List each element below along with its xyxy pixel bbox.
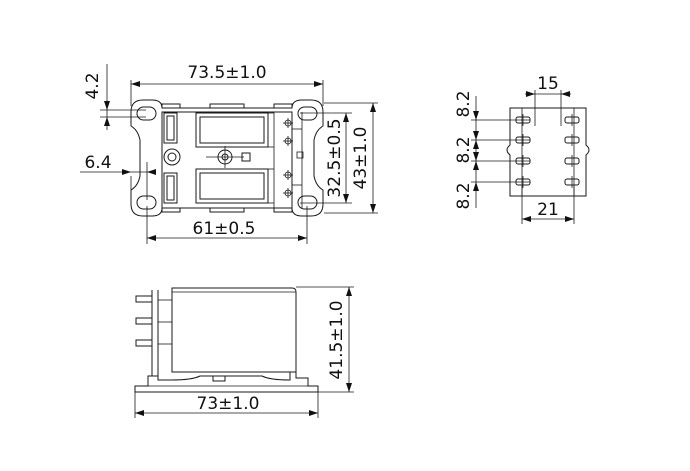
dim-top-width: 73.5±1.0 — [130, 63, 324, 106]
dim-side-width: 73±1.0 — [134, 392, 319, 418]
dim-pin-top: 15 — [525, 74, 571, 126]
dim-label-61: 61±0.5 — [193, 219, 256, 239]
dim-pin-bottom: 21 — [521, 186, 575, 224]
dim-label-21: 21 — [537, 200, 559, 220]
dim-hole-offset: 6.4 — [80, 153, 156, 200]
relay-cover — [171, 287, 297, 373]
dim-label-4-2: 4.2 — [83, 72, 103, 99]
dim-total-height: 43±1.0 — [324, 102, 378, 214]
dim-inner-height: 32.5±0.5 — [300, 112, 352, 204]
dim-label-pitch-1: 8.2 — [454, 90, 474, 117]
side-view: 73±1.0 41.5±1.0 — [134, 286, 354, 418]
terminal-markers — [273, 112, 304, 208]
dim-label-32-5: 32.5±0.5 — [325, 118, 345, 197]
top-view: 73.5±1.0 — [80, 63, 378, 244]
dim-label-73: 73±1.0 — [197, 394, 260, 414]
dim-label-41-5: 41.5±1.0 — [327, 300, 347, 379]
dim-label-43: 43±1.0 — [351, 127, 371, 190]
dim-hole-spacing: 61±0.5 — [146, 206, 308, 244]
dim-mount-height: 4.2 — [83, 64, 146, 130]
side-pins — [135, 290, 172, 376]
pins — [515, 114, 580, 188]
relay-base — [134, 371, 319, 393]
dim-side-height: 41.5±1.0 — [296, 286, 354, 393]
mounting-holes — [136, 106, 318, 210]
dim-label-width-73-5: 73.5±1.0 — [187, 63, 266, 83]
dim-label-pitch-3: 8.2 — [454, 182, 474, 209]
pin-layout-view: 8.2 8.2 8.2 15 21 — [454, 74, 590, 224]
dim-label-6-4: 6.4 — [84, 153, 111, 173]
dim-label-15: 15 — [537, 74, 559, 94]
dim-label-pitch-2: 8.2 — [454, 136, 474, 163]
